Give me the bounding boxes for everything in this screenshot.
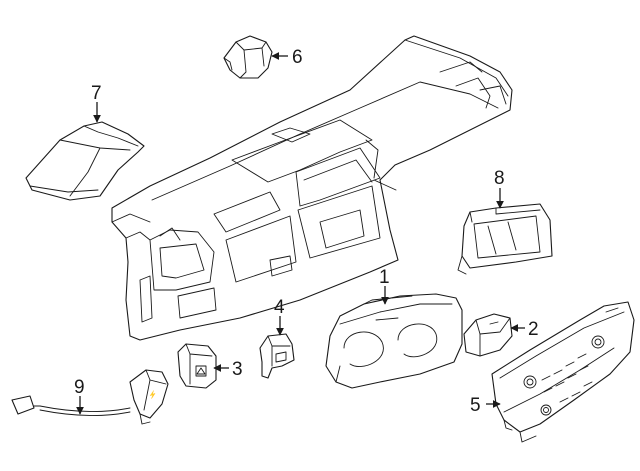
harness-switch: ⚡ (11, 369, 169, 425)
callout-1: 1 (379, 267, 390, 288)
callout-8: 8 (494, 168, 505, 189)
callout-4: 4 (274, 297, 285, 318)
relay-module (223, 35, 273, 79)
callout-7: 7 (91, 83, 102, 104)
callout-9: 9 (74, 377, 85, 398)
hazard-switch (177, 343, 217, 389)
climate-control-panel (491, 301, 635, 443)
switch-module (463, 313, 513, 357)
callout-labels: 6 7 8 1 2 3 4 5 9 (74, 47, 539, 416)
instrument-cluster (325, 293, 463, 389)
display-screen (457, 203, 553, 275)
callout-3: 3 (232, 359, 243, 380)
callout-6: 6 (292, 47, 303, 68)
svg-text:⚡: ⚡ (147, 389, 158, 400)
callout-leaders (76, 52, 525, 415)
bracket-switch (259, 333, 295, 379)
callout-5: 5 (470, 395, 481, 416)
callout-2: 2 (528, 319, 539, 340)
instrument-panel (111, 35, 513, 341)
glovebox-cover (25, 121, 145, 201)
